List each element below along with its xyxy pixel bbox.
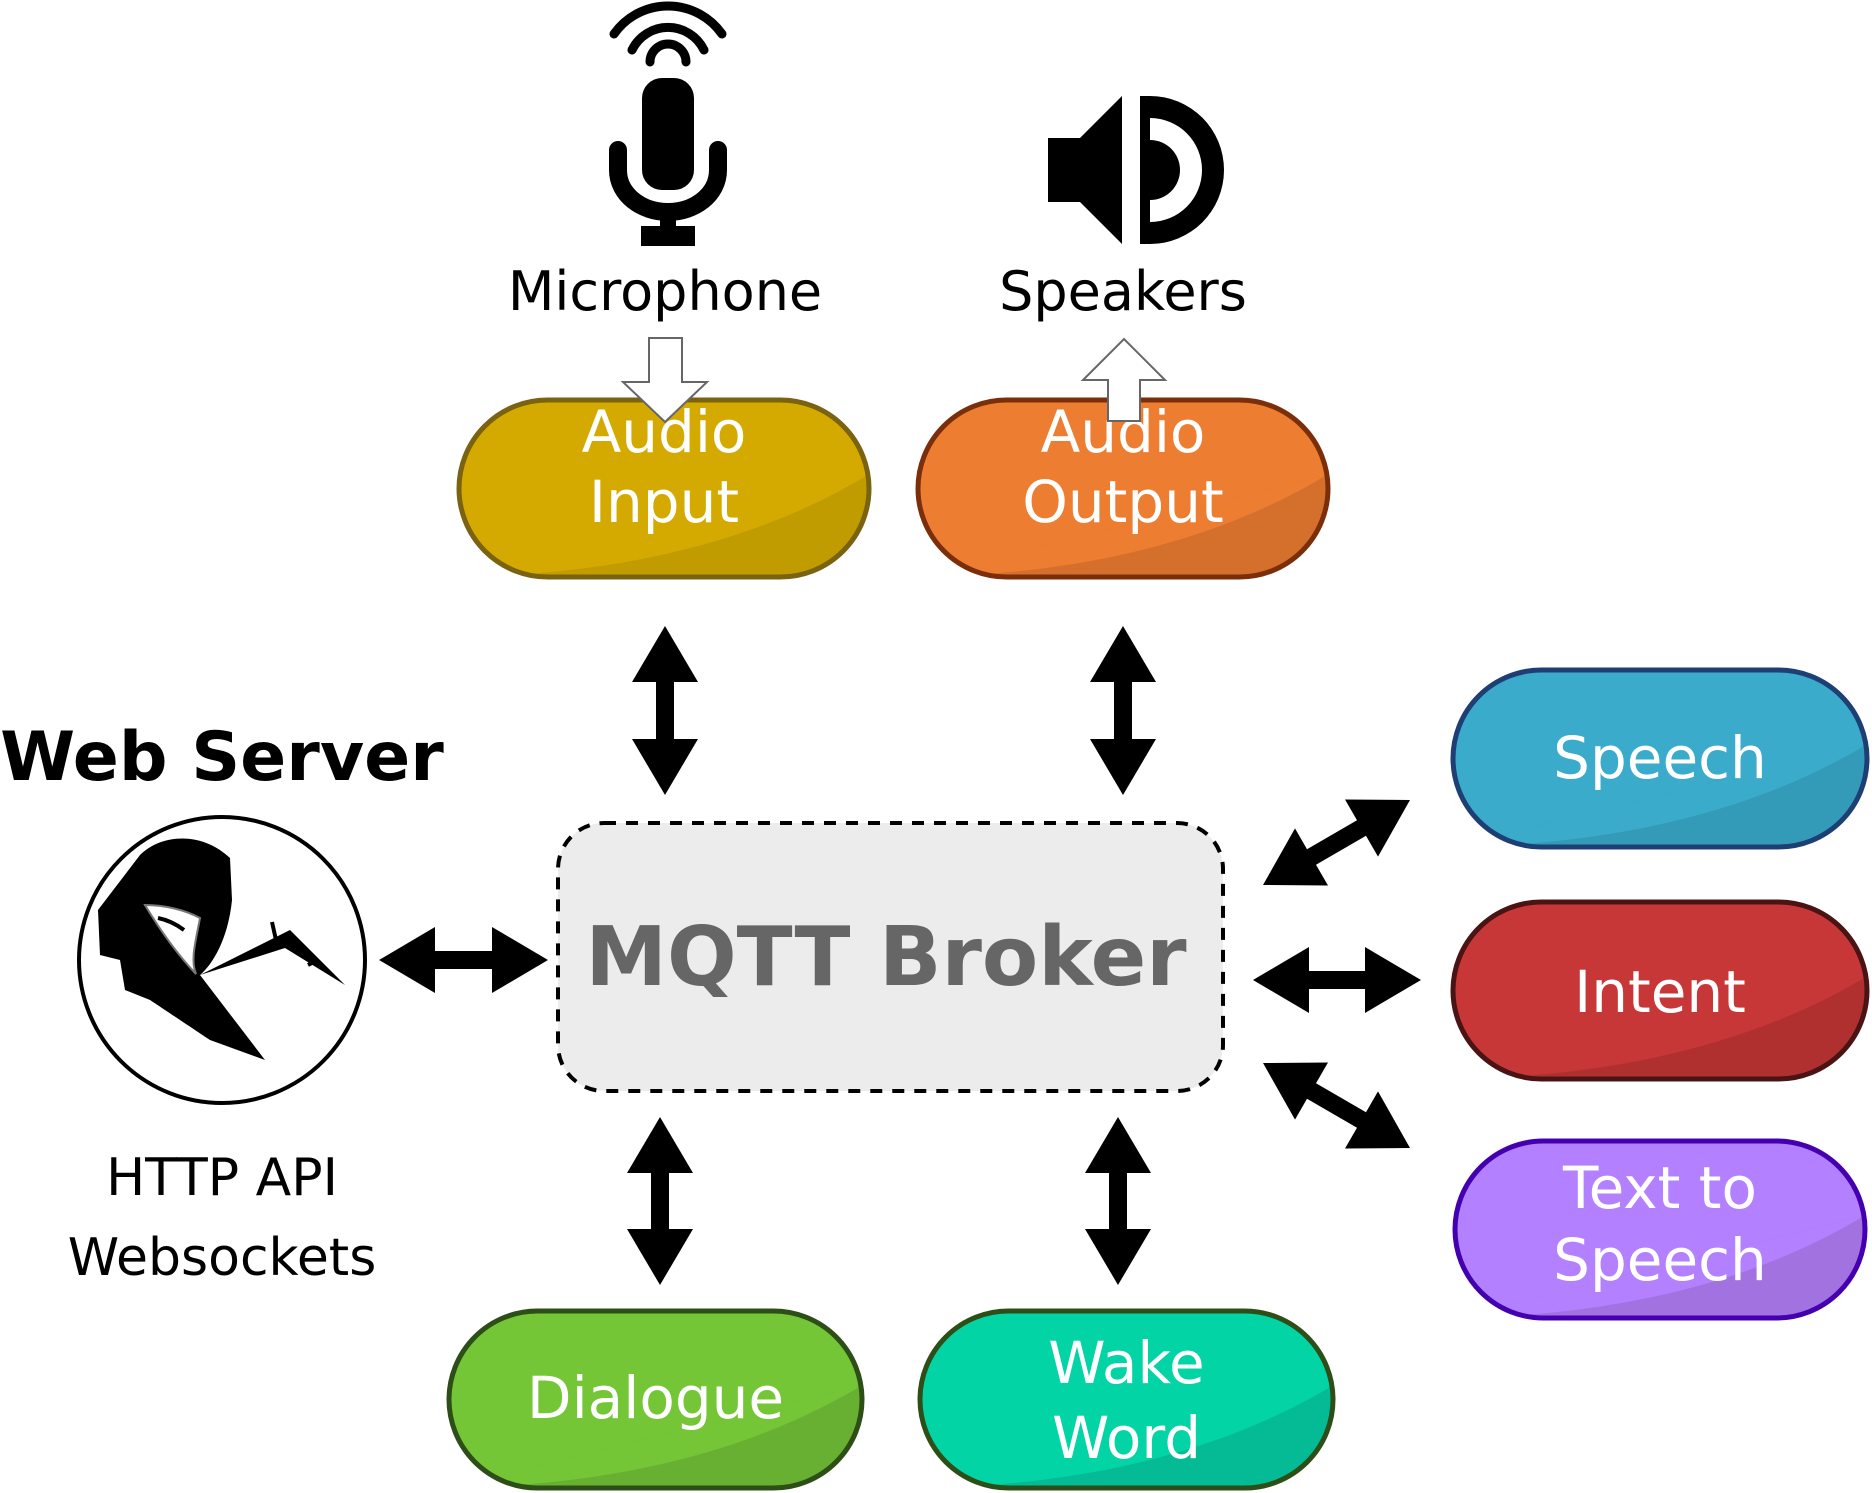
speech-label: Speech (1553, 724, 1767, 792)
speaker-icon (1048, 96, 1224, 244)
web-server-title: Web Server (0, 718, 444, 797)
broker-intent-arrow (1253, 947, 1421, 1013)
audio-input-broker-arrow (632, 626, 698, 795)
speech-service: Speech (1450, 667, 1870, 850)
text-to-speech-label: Speech (1553, 1226, 1767, 1294)
microphone-icon (609, 1, 727, 246)
dialogue-label: Dialogue (527, 1364, 784, 1432)
broker-text-to-speech-arrow (1263, 1062, 1410, 1149)
text-to-speech-label: Text to (1562, 1154, 1757, 1222)
intent-service: Intent (1450, 899, 1870, 1082)
microphone-label: Microphone (508, 260, 822, 323)
intent-label: Intent (1574, 958, 1746, 1026)
wake-word-label: Word (1052, 1404, 1201, 1472)
audio-output-broker-arrow (1090, 626, 1156, 795)
wake-word-label: Wake (1048, 1329, 1204, 1397)
microphone-to-audio-input-arrow (620, 337, 710, 424)
web-server-logo-icon (77, 815, 367, 1105)
mqtt-broker-box (556, 821, 1225, 1093)
broker-wake-word-arrow (1085, 1117, 1151, 1285)
audio-output-to-speakers-arrow (1080, 337, 1168, 422)
audio-input-label: Input (589, 468, 739, 536)
broker-speech-arrow (1263, 799, 1410, 886)
broker-dialogue-arrow (627, 1117, 693, 1285)
mqtt-broker-label: MQTT Broker (585, 910, 1187, 1005)
speakers-label: Speakers (999, 260, 1247, 323)
web-server-websockets-label: Websockets (68, 1228, 377, 1288)
web-server-http-api-label: HTTP API (106, 1148, 338, 1208)
web-server-broker-arrow (379, 927, 548, 993)
dialogue-service: Dialogue (446, 1308, 865, 1491)
audio-output-label: Output (1022, 468, 1223, 536)
